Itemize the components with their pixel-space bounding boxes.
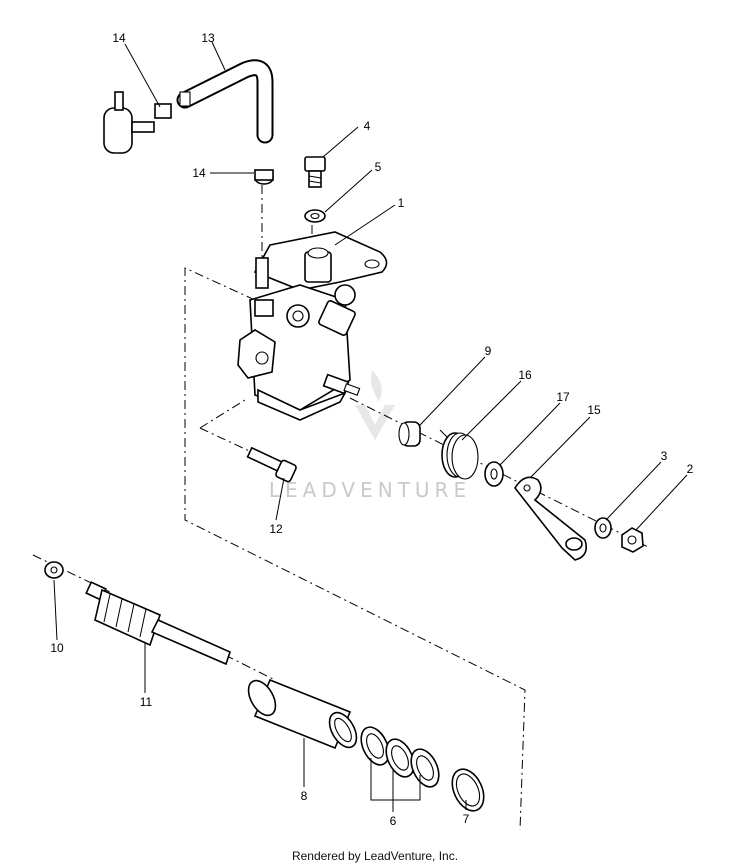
callout-labels: 14 13 4 5 1 14 9 16 17 15 3 2 12 10 11 8… <box>50 31 693 828</box>
part-2-hole <box>627 535 637 545</box>
part-17-hole <box>490 468 498 480</box>
callout-10: 10 <box>50 641 64 655</box>
part-13-hose <box>176 59 274 144</box>
part-7-o-ring-inner <box>455 773 481 807</box>
callout-1: 1 <box>398 196 405 210</box>
callout-5: 5 <box>375 160 382 174</box>
callout-14-lower: 14 <box>192 166 206 180</box>
part-15-lever <box>514 476 588 561</box>
part-8-sleeve <box>247 678 358 750</box>
footer-credit: Rendered by LeadVenture, Inc. <box>291 849 459 863</box>
part-5-hole <box>310 212 320 220</box>
callout-4: 4 <box>364 119 371 133</box>
callout-13: 13 <box>201 31 215 45</box>
callout-11: 11 <box>140 695 153 709</box>
callout-9: 9 <box>485 344 492 358</box>
callout-3: 3 <box>661 449 668 463</box>
callout-2: 2 <box>687 462 694 476</box>
part-6-shims <box>360 726 440 788</box>
part-12-screw <box>246 446 297 483</box>
callout-8: 8 <box>301 789 308 803</box>
part-1-oil-pump <box>237 231 388 421</box>
watermark-text: LEADVENTURE <box>269 478 471 502</box>
callout-16: 16 <box>518 368 532 382</box>
part-14-fitting <box>103 91 172 154</box>
part-14-clamp <box>254 169 274 185</box>
callout-12: 12 <box>269 522 283 536</box>
part-11-gear-shaft <box>85 581 231 666</box>
callout-7: 7 <box>463 812 470 826</box>
part-3-hole <box>599 523 607 533</box>
callout-17: 17 <box>556 390 570 404</box>
part-10-hole <box>50 566 58 574</box>
callout-15: 15 <box>587 403 601 417</box>
callout-6: 6 <box>390 814 397 828</box>
part-9-bushing <box>398 421 421 447</box>
watermark-logo <box>355 370 395 440</box>
part-4-bolt <box>304 156 326 188</box>
callout-14-upper: 14 <box>112 31 126 45</box>
leader-lines <box>53 41 688 812</box>
part-16-spring <box>439 429 479 480</box>
